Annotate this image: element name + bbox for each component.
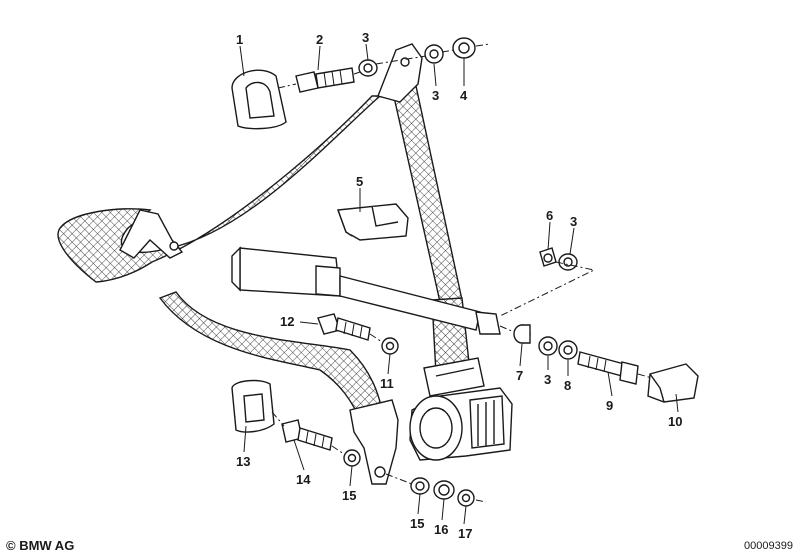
part-16-spacer [433,480,455,500]
belt-end-bracket [119,209,184,259]
part-14-bolt [281,419,333,451]
part-9-bolt [577,351,639,385]
part-3-spacer-top-left [358,59,378,77]
callout-13: 13 [236,454,250,469]
copyright-label: © BMW AG [6,538,75,553]
part-7-sleeve [513,324,531,344]
part-17-washer [457,489,475,507]
callout-9: 9 [606,398,613,413]
part-15-washer-right [410,477,430,495]
callout-12: 12 [280,314,294,329]
part-3-spacer-mid [538,336,558,356]
callout-6: 6 [546,208,553,223]
part-13-cover-cap [231,379,275,433]
callout-7: 7 [516,368,523,383]
assembly-axes [271,43,653,503]
buckle-rail-tube [231,246,501,335]
callout-2: 2 [316,32,323,47]
callout-labels: 1 2 3 3 4 5 6 3 7 3 8 9 10 11 12 13 14 1… [236,30,682,541]
part-5-clip [337,203,409,241]
part-4-washer [452,37,476,59]
callout-11: 11 [380,376,394,391]
part-10-cover-cap [647,363,699,403]
callout-14: 14 [296,472,311,487]
part-6-nut [539,247,557,267]
callout-16: 16 [434,522,448,537]
callout-8: 8 [564,378,571,393]
part-11-washer [381,337,399,355]
part-3-spacer-right [558,253,578,271]
callout-3-top-right: 3 [432,88,439,103]
callout-3-top-left: 3 [362,30,369,45]
callout-17: 17 [458,526,472,541]
callout-1: 1 [236,32,243,47]
part-3-spacer-top-right [424,44,444,64]
callout-4: 4 [460,88,468,103]
callout-3-right: 3 [570,214,577,229]
leader-lines [239,43,679,525]
callout-10: 10 [668,414,682,429]
callout-5: 5 [356,174,363,189]
callout-15-left: 15 [342,488,356,503]
part-15-washer-left [343,449,361,467]
lower-anchor-plate [349,399,399,485]
callout-15-right: 15 [410,516,424,531]
retractor-assembly [409,357,513,461]
part-2-bolt [295,67,355,93]
lap-belt-webbing [57,95,382,283]
diagram-number: 00009399 [744,540,793,552]
part-8-washer [558,340,578,360]
part-1-cover-cap [231,69,287,130]
part-12-bolt [317,313,371,341]
callout-3-mid: 3 [544,372,551,387]
